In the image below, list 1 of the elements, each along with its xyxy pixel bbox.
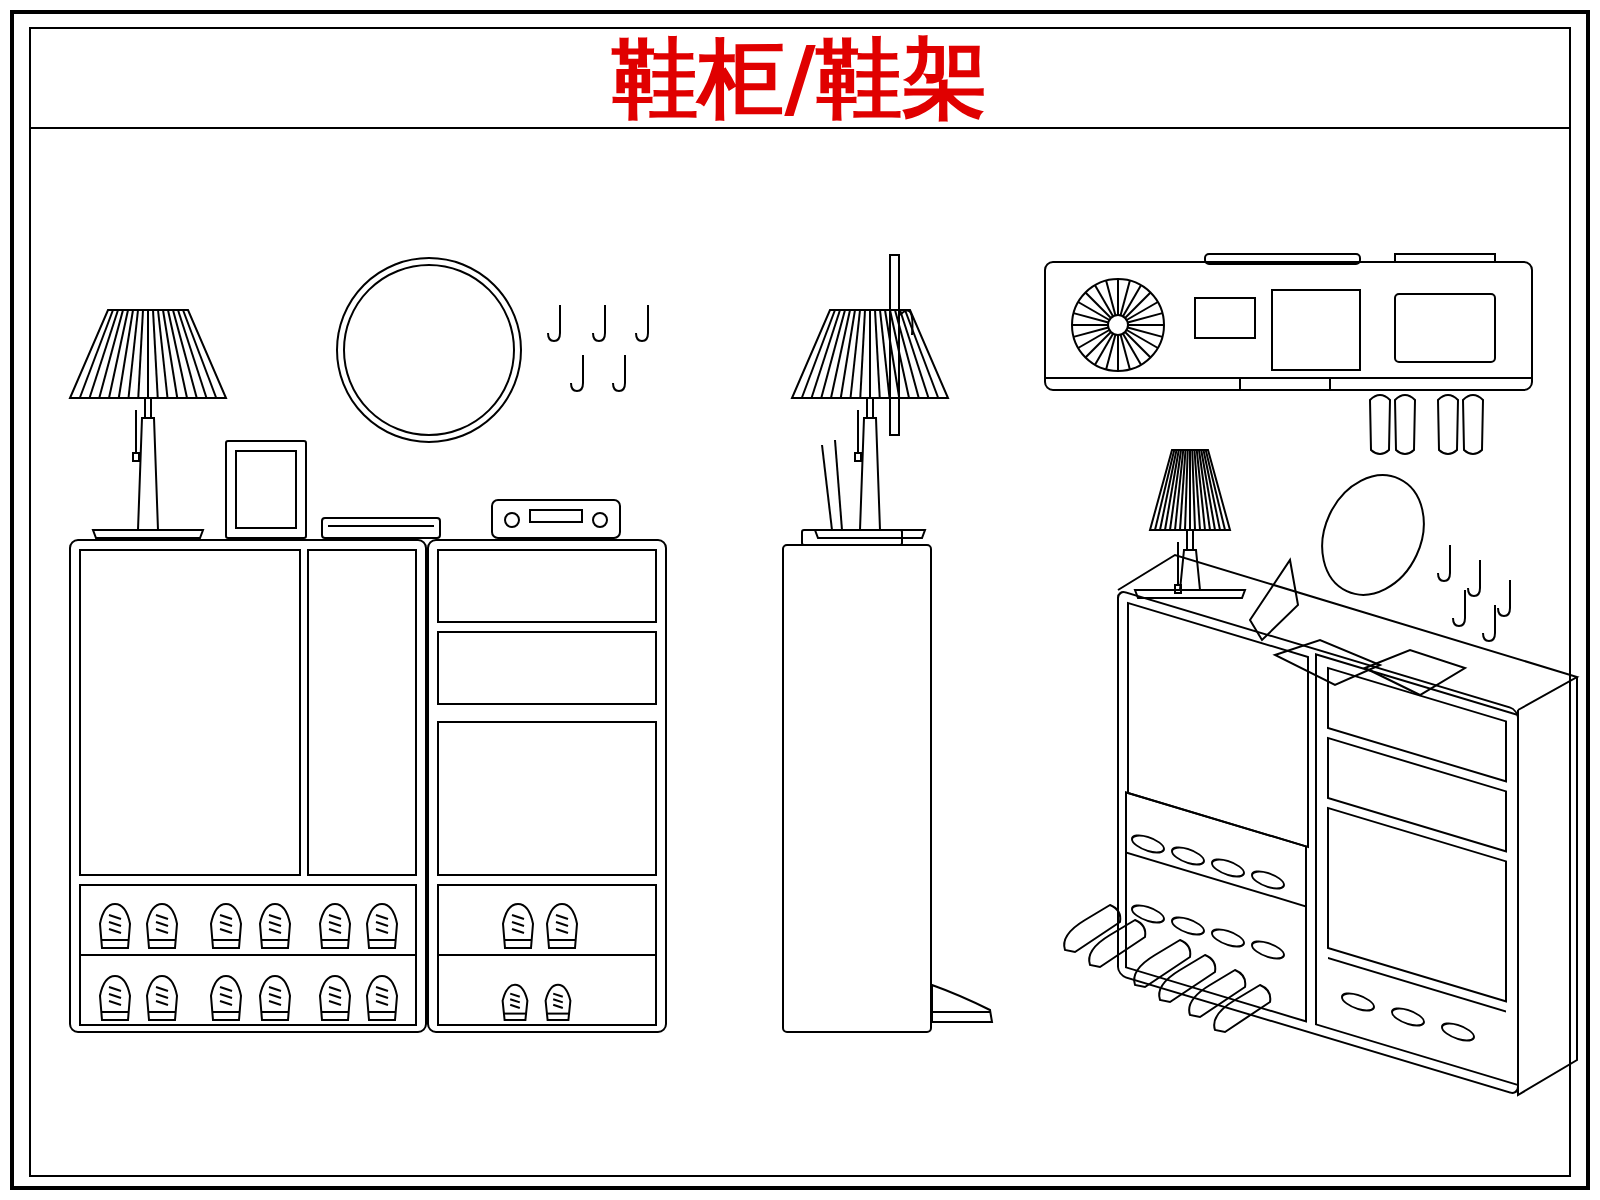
page-title: 鞋柜/鞋架 bbox=[610, 28, 989, 128]
